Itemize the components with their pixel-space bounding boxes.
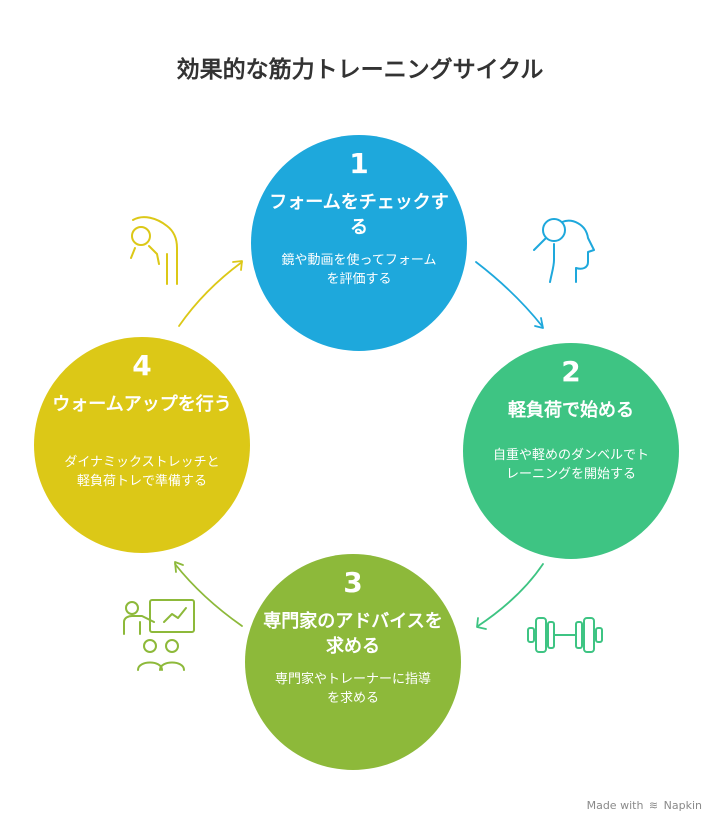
arrow-2-to-3	[476, 563, 544, 630]
cycle-step-4: 4 ウォームアップを行う ダイナミックストレッチと軽負荷トレで準備する	[34, 337, 250, 553]
step-title: 専門家のアドバイスを求める	[263, 611, 443, 657]
arrow-3-to-4	[174, 561, 243, 627]
step-description: 鏡や動画を使ってフォームを評価する	[281, 253, 437, 287]
stretching-person-icon	[130, 216, 178, 285]
diagram-title: 効果的な筋力トレーニングサイクル	[176, 57, 544, 83]
step-number: 4	[132, 349, 152, 382]
step-title: ウォームアップを行う	[52, 394, 232, 415]
dumbbell-icon	[527, 617, 603, 653]
made-with-napkin-footer: Made with ≋ Napkin	[587, 799, 702, 812]
step-description: 専門家やトレーナーに指導を求める	[274, 672, 431, 706]
step-description: ダイナミックストレッチと軽負荷トレで準備する	[64, 455, 220, 489]
cycle-step-3: 3 専門家のアドバイスを求める 専門家やトレーナーに指導を求める	[245, 554, 461, 770]
step-number: 1	[349, 147, 369, 180]
head-magnifier-icon	[533, 218, 595, 283]
napkin-logo-icon: ≋	[648, 799, 659, 812]
presenter-audience-icon	[123, 599, 195, 671]
cycle-step-2: 2 軽負荷で始める 自重や軽めのダンベルでトレーニングを開始する	[463, 343, 679, 559]
step-title: フォームをチェックする	[269, 192, 449, 238]
arrow-1-to-2	[475, 261, 544, 329]
step-description: 自重や軽めのダンベルでトレーニングを開始する	[492, 448, 649, 482]
step-title: 軽負荷で始める	[508, 400, 634, 421]
arrow-4-to-1	[178, 260, 243, 327]
cycle-step-1: 1 フォームをチェックする 鏡や動画を使ってフォームを評価する	[251, 135, 467, 351]
footer-brand: Napkin	[663, 799, 702, 812]
step-number: 2	[561, 355, 581, 388]
step-number: 3	[343, 566, 363, 599]
footer-made-with: Made with	[586, 799, 644, 812]
